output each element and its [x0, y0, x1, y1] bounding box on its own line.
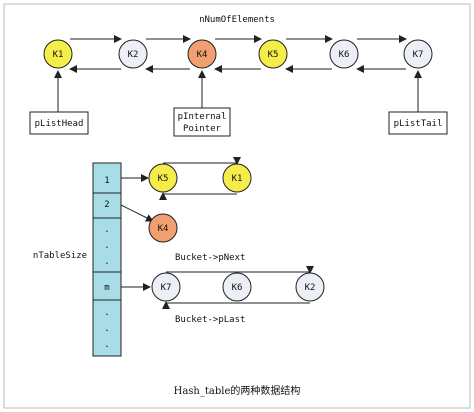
- bucket-node-circle: [148, 163, 178, 193]
- bucket-row-2: K4: [120, 204, 178, 243]
- bucket-node-circle: [295, 272, 325, 302]
- array-cell-label: .: [104, 324, 109, 334]
- list-node-label: K5: [268, 50, 279, 60]
- head-pointer-box: [29, 111, 89, 135]
- bucket-node-label: K4: [158, 224, 169, 234]
- list-node-circle: [43, 39, 73, 69]
- list-node-k5: K5: [258, 39, 288, 69]
- num-of-elements-label: nNumOfElements: [199, 15, 275, 25]
- bucket-node-label: K1: [232, 174, 243, 184]
- array-cell-label: 1: [104, 176, 109, 186]
- array-to-bucket-arrow: [120, 204, 154, 222]
- bucket-node-k1: K1: [222, 163, 252, 193]
- internal-pointer: pInternal Pointer: [173, 70, 231, 137]
- list-node-circle: [403, 39, 433, 69]
- hash-table-array: 1 2 . . . m . . .: [92, 162, 122, 357]
- list-node-circle: [118, 39, 148, 69]
- outer-frame: [3, 3, 471, 409]
- bucket-node-k7: K7: [151, 272, 181, 302]
- bucket-last-label: Bucket->pLast: [175, 315, 245, 325]
- bucket-last-arrow: [162, 301, 310, 309]
- bucket-node-k4: K4: [148, 213, 178, 243]
- hash-array-body: [92, 162, 122, 357]
- array-cell-label: m: [104, 283, 109, 293]
- array-cell-label: .: [104, 257, 109, 267]
- list-node-k6: K6: [329, 39, 359, 69]
- list-links: [69, 35, 407, 73]
- bucket-row-1: K5 K1: [121, 157, 252, 200]
- tail-pointer-box: [388, 111, 448, 135]
- list-node-circle: [258, 39, 288, 69]
- bucket-node-k6: K6: [222, 272, 252, 302]
- bucket-node-k2: K2: [295, 272, 325, 302]
- internal-pointer-label-2: Pointer: [183, 124, 222, 134]
- bucket-node-circle: [222, 272, 252, 302]
- bucket-node-circle: [148, 213, 178, 243]
- array-cell-label: .: [104, 241, 109, 251]
- bucket-next-arrow: [163, 157, 241, 165]
- list-node-label: K6: [339, 50, 350, 60]
- tail-pointer-label: pListTail: [394, 119, 443, 129]
- list-node-k1: K1: [43, 39, 73, 69]
- bucket-node-label: K5: [158, 174, 169, 184]
- list-head-pointer: pListHead: [29, 70, 89, 135]
- list-node-k4: K4: [187, 39, 217, 69]
- list-node-circle: [187, 39, 217, 69]
- list-node-k2: K2: [118, 39, 148, 69]
- list-node-label: K2: [128, 50, 139, 60]
- array-cell-label: .: [104, 308, 109, 318]
- bucket-last-arrow: [159, 192, 237, 200]
- bucket-next-label: Bucket->pNext: [175, 253, 245, 263]
- list-node-label: K4: [197, 50, 208, 60]
- bucket-node-label: K2: [305, 283, 316, 293]
- array-cell-label: .: [104, 225, 109, 235]
- array-cell-label: .: [104, 340, 109, 350]
- internal-pointer-box: [173, 107, 231, 137]
- bucket-row-3: K7 K6 K2: [121, 266, 325, 309]
- array-cell-label: 2: [104, 200, 109, 210]
- list-node-label: K7: [413, 50, 424, 60]
- list-node-circle: [329, 39, 359, 69]
- bucket-node-label: K7: [161, 283, 172, 293]
- bucket-node-label: K6: [232, 283, 243, 293]
- bucket-node-circle: [222, 163, 252, 193]
- table-size-label: nTableSize: [33, 251, 87, 261]
- bucket-node-circle: [151, 272, 181, 302]
- diagram-caption: Hash_table的两种数据结构: [174, 384, 301, 397]
- list-tail-pointer: pListTail: [388, 70, 448, 135]
- internal-pointer-label-1: pInternal: [178, 112, 227, 122]
- list-node-k7: K7: [403, 39, 433, 69]
- bucket-node-k5: K5: [148, 163, 178, 193]
- head-pointer-label: pListHead: [35, 119, 84, 129]
- list-node-label: K1: [53, 50, 64, 60]
